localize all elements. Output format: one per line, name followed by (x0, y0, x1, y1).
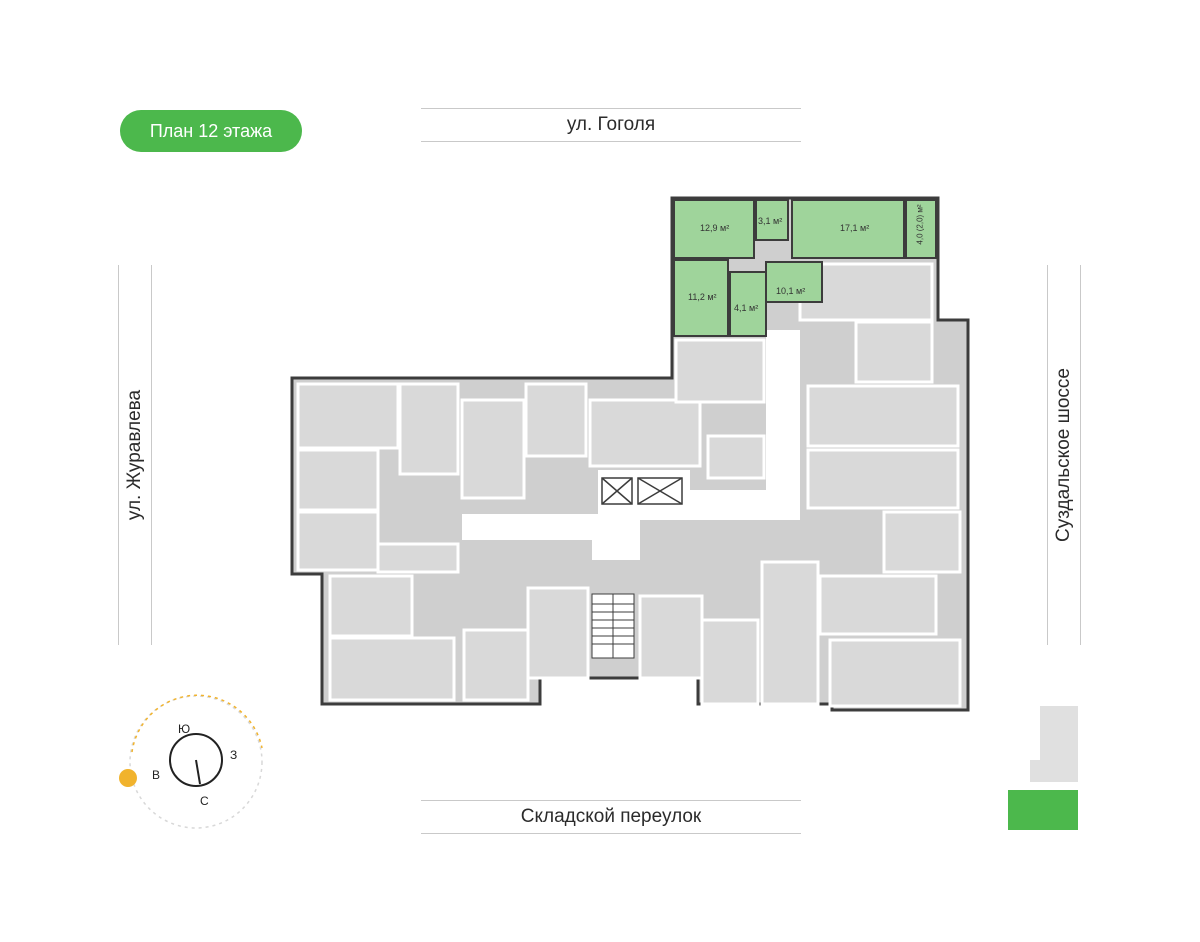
room-12-9 (673, 199, 755, 259)
room-label: 4,0 (2,0) м² (915, 204, 925, 245)
compass-west: В (152, 768, 161, 782)
room-label: 4,1 м² (734, 303, 759, 313)
room (818, 574, 938, 636)
highlighted-apartment (673, 199, 937, 337)
room (700, 618, 760, 706)
compass-north: Ю (178, 722, 191, 736)
room-label: 3,1 м² (758, 216, 783, 226)
room-4-1 (729, 271, 767, 337)
room (828, 638, 962, 708)
compass-east: З (230, 748, 238, 762)
room-11-2 (673, 259, 729, 337)
room (296, 510, 380, 572)
room (376, 542, 460, 574)
room (588, 398, 702, 468)
room (882, 510, 962, 574)
room (460, 398, 526, 500)
room-3-1 (755, 199, 789, 241)
compass (119, 694, 263, 829)
room (524, 382, 588, 458)
room-17-1 (791, 199, 905, 259)
room (854, 320, 934, 384)
room (296, 448, 380, 512)
room (328, 636, 456, 702)
room-10-1 (765, 261, 823, 303)
room-label: 11,2 м² (688, 292, 717, 302)
room (526, 586, 590, 680)
rooms-grid (296, 262, 962, 708)
corridor (462, 330, 800, 560)
room (706, 434, 766, 480)
compass-south: С (200, 794, 209, 808)
room (760, 560, 820, 706)
room (296, 382, 400, 450)
stairwell (591, 593, 635, 659)
room (806, 384, 960, 448)
room (674, 338, 766, 404)
street-label-bottom: Складской переулок (421, 800, 801, 834)
room (328, 574, 414, 638)
room (806, 448, 960, 510)
floor-badge: План 12 этажа (120, 110, 302, 152)
room-4-0 (905, 199, 937, 259)
room-label: 12,9 м² (700, 223, 730, 233)
street-label-left: ул. Журавлева (118, 265, 152, 645)
street-label-right: Суздальское шоссе (1047, 265, 1081, 645)
street-label-top: ул. Гоголя (421, 108, 801, 142)
room-label: 10,1 м² (776, 286, 806, 296)
sun-icon (119, 769, 137, 787)
site-mini-map (1008, 706, 1078, 830)
room (398, 382, 460, 476)
room (462, 628, 530, 702)
room-label: 17,1 м² (840, 223, 870, 233)
room (638, 594, 704, 680)
elevator-shafts (601, 477, 683, 505)
